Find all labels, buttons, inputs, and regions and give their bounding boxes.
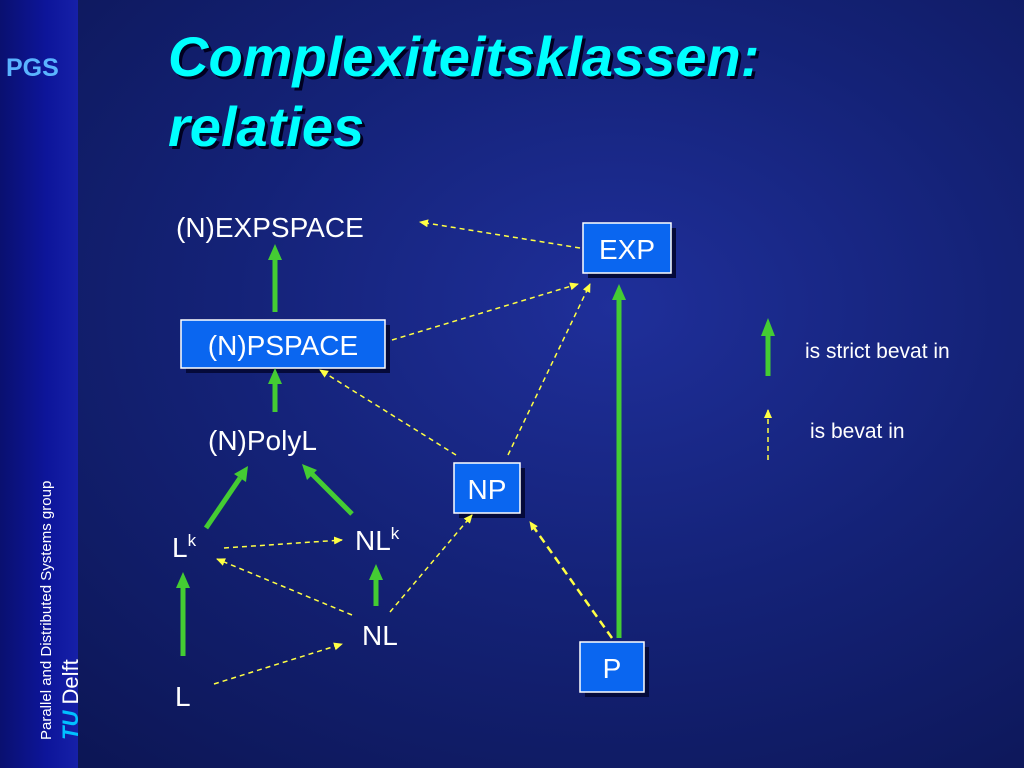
legend-strict-label: is strict bevat in: [805, 340, 950, 363]
strict-arrow-l-lk: [176, 572, 190, 656]
contained-arrow-nl-np: [389, 514, 473, 613]
contained-arrow-nl-lk: [216, 558, 353, 616]
title-line-2: relaties: [168, 95, 365, 158]
contained-arrow-exp-nexpspace: [419, 219, 581, 249]
pgs-logo: PGS: [6, 54, 59, 82]
contained-arrow-lk-nlk: [223, 536, 343, 549]
np-label: NP: [468, 474, 507, 505]
contained-arrow-l-nl: [213, 642, 343, 685]
nl-label: NL: [362, 620, 398, 651]
sidebar: PGS Parallel and Distributed Systems gro…: [0, 0, 83, 768]
strict-arrow-lk-npolyl: [203, 466, 248, 530]
strict-arrow-npspace-nexpspace: [268, 244, 282, 312]
strict-arrow-nlk-npolyl: [302, 464, 354, 516]
nexpspace-label: (N)EXPSPACE: [176, 212, 364, 243]
nlk-sup: k: [391, 524, 400, 543]
nlk-base: NL: [355, 525, 391, 556]
np-box: NP: [453, 462, 525, 518]
contained-arrow-np-npspace: [319, 369, 457, 456]
npolyl-label: (N)PolyL: [208, 425, 317, 456]
slide-title: Complexiteitsklassen: relaties: [168, 22, 968, 162]
nlk-label: NLk: [355, 524, 400, 556]
title-line-1: Complexiteitsklassen:: [168, 25, 760, 88]
legend-contained-label: is bevat in: [810, 420, 905, 443]
contained-arrow-npspace-exp: [391, 282, 579, 341]
p-box: P: [579, 641, 649, 697]
strict-arrow-p-exp: [612, 284, 626, 638]
strict-arrow-npolyl-npspace: [268, 368, 282, 412]
exp-box: EXP: [582, 222, 676, 278]
lk-sup: k: [188, 531, 197, 550]
strict-arrow-nl-nlk: [369, 564, 383, 606]
exp-label: EXP: [599, 234, 655, 265]
legend-strict-arrow: [761, 318, 775, 376]
l-label: L: [175, 681, 191, 712]
contained-arrow-np-exp: [507, 283, 591, 456]
lk-base: L: [172, 532, 188, 563]
npspace-box: (N)PSPACE: [180, 319, 390, 373]
contained-arrow-p-np: [528, 521, 614, 639]
legend: is strict bevat in is bevat in: [761, 318, 950, 460]
lk-label: Lk: [172, 531, 197, 563]
p-label: P: [603, 653, 622, 684]
npspace-label: (N)PSPACE: [208, 330, 358, 361]
